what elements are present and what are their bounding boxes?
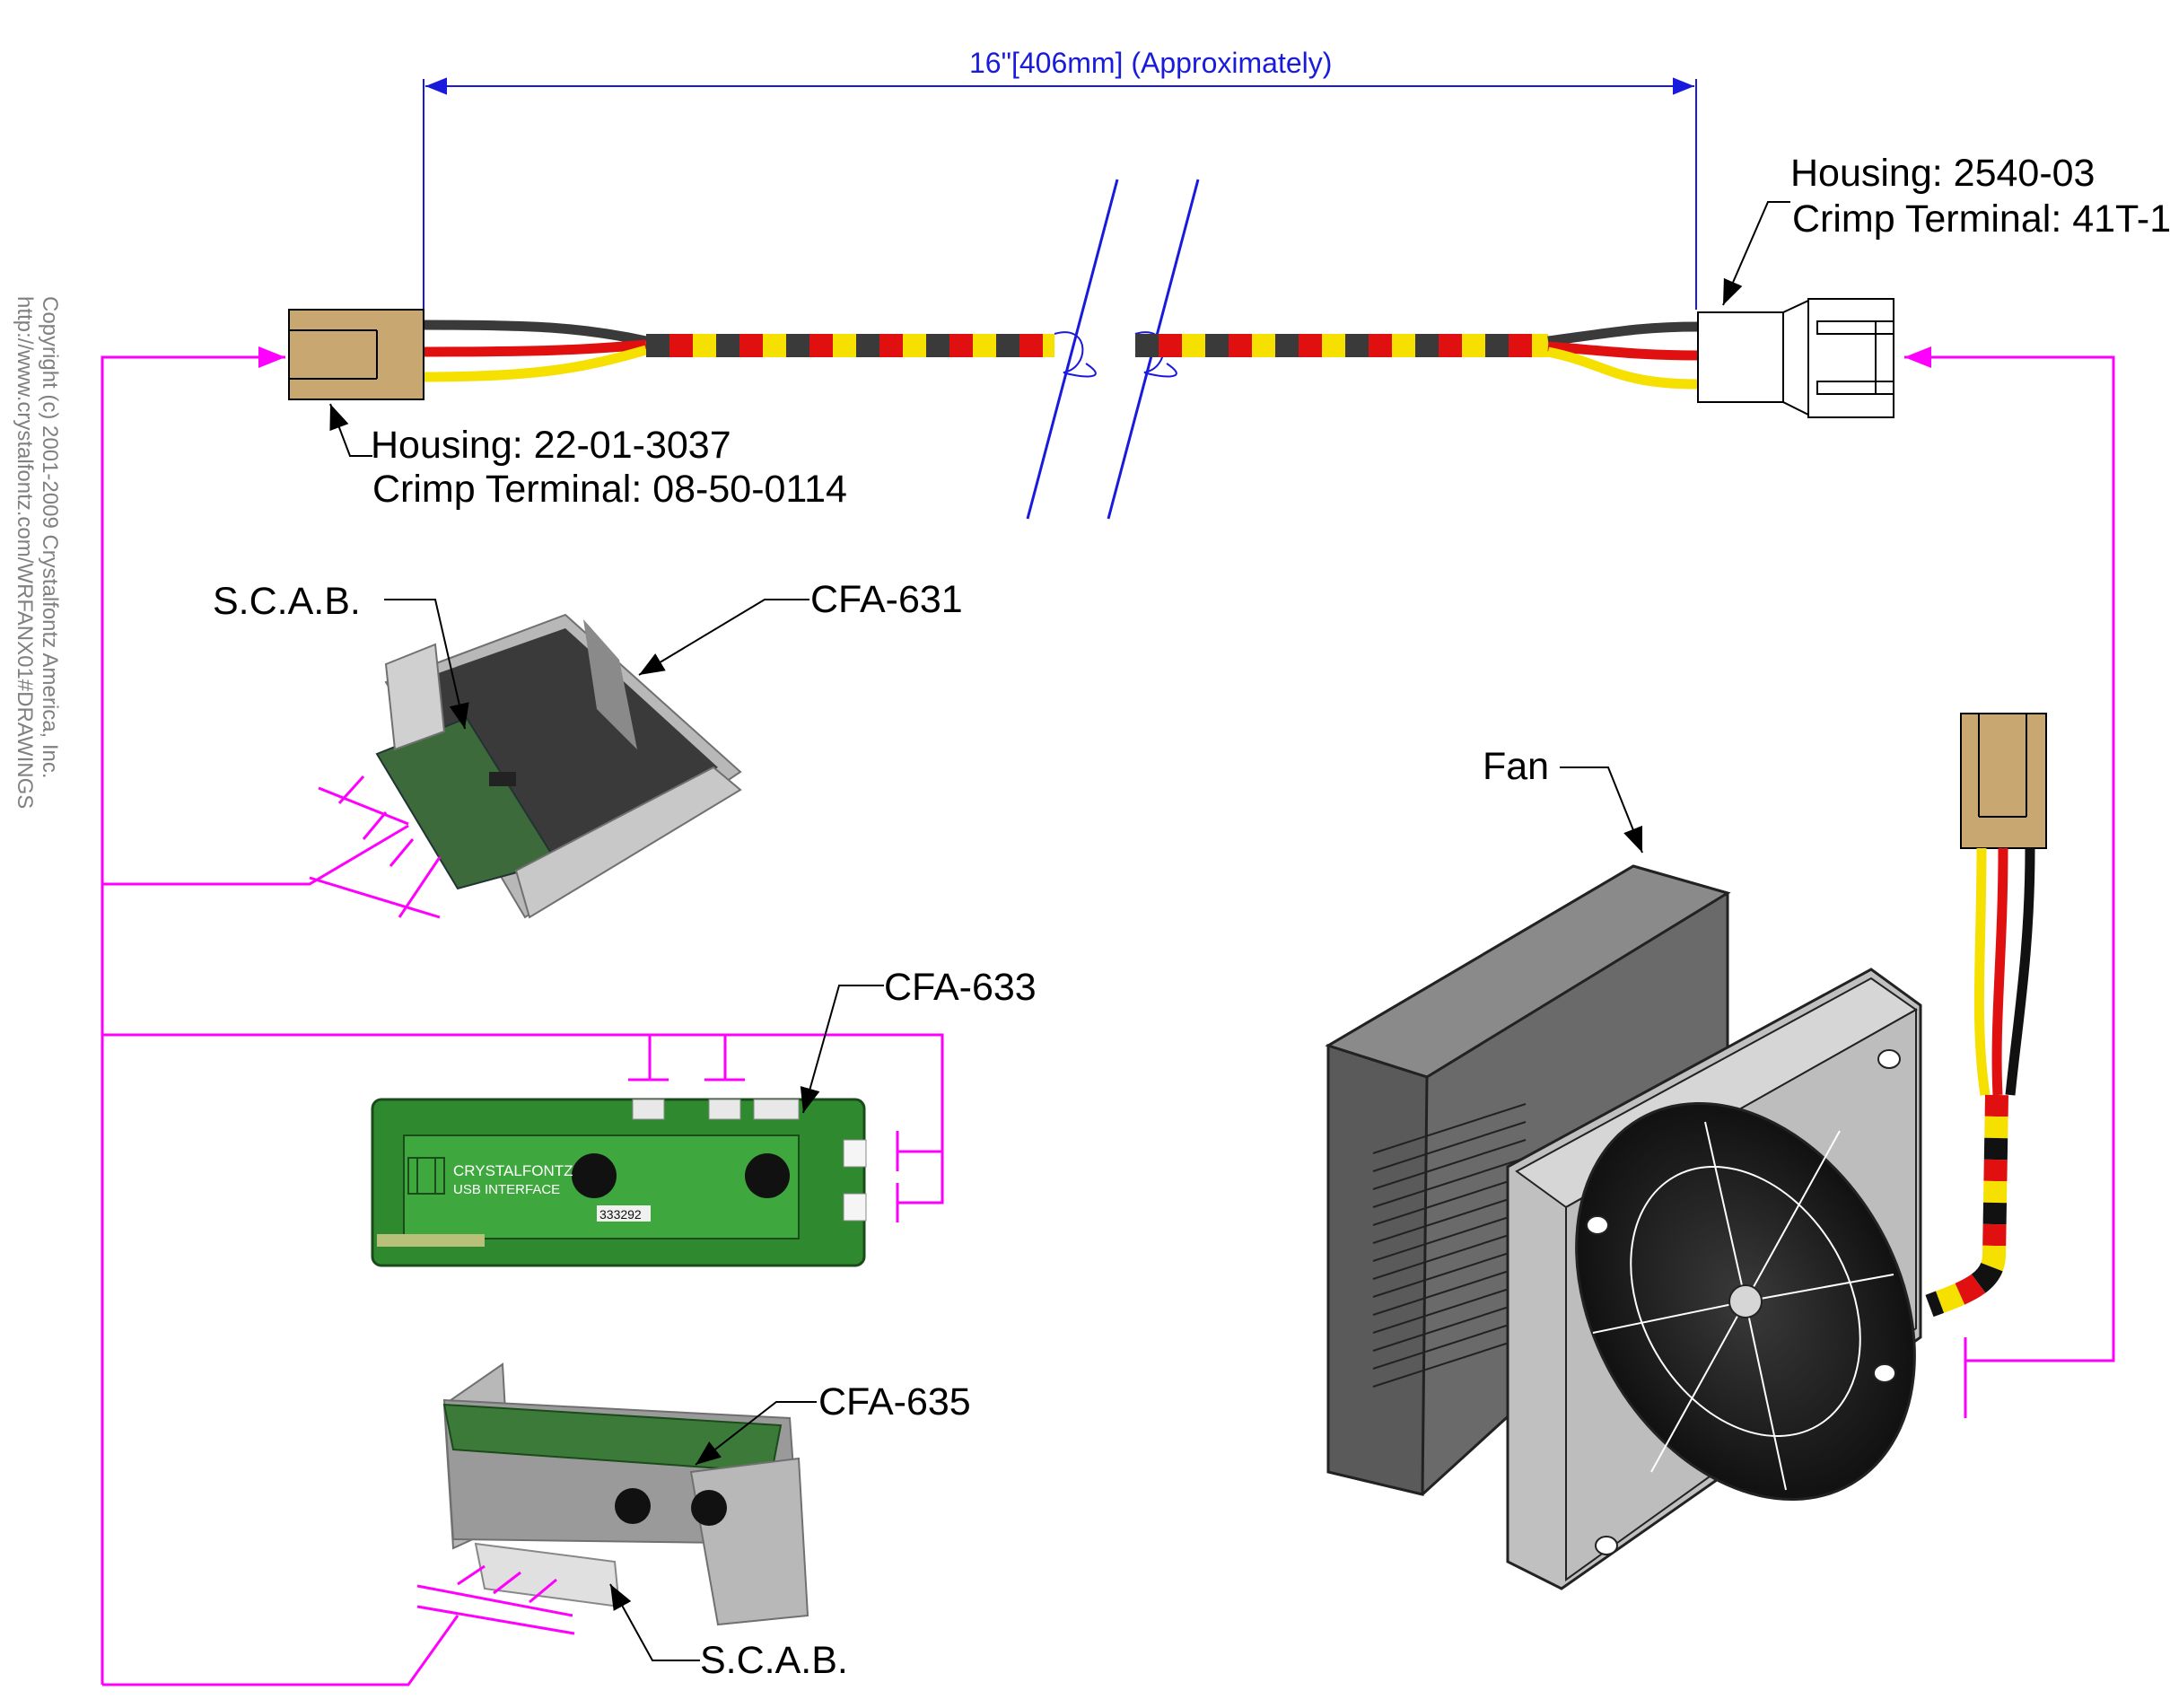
board-logo-icon — [407, 1157, 445, 1195]
fan-callout: Fan — [1483, 745, 1643, 854]
board-serial-text: 333292 — [599, 1207, 642, 1222]
scab-top-label: S.C.A.B. — [213, 580, 361, 623]
right-connector-callout: Housing: 2540-03 Crimp Terminal: 41T-1 — [1722, 152, 2170, 306]
cfa633-callout: CFA-633 — [800, 966, 1037, 1114]
left-connector — [288, 309, 424, 400]
fan-device — [1325, 864, 1922, 1590]
copyright-block: Copyright (c) 2001-2009 Crystalfontz Ame… — [13, 296, 62, 809]
cfa635-label: CFA-635 — [818, 1380, 971, 1423]
cfa631-label: CFA-631 — [810, 578, 963, 621]
dimension-marker: 16"[406mm] (Approximately) — [423, 47, 1697, 310]
cfa635-connector-stubs — [416, 1564, 575, 1635]
cfa633-label: CFA-633 — [884, 966, 1037, 1009]
right-housing-label: Housing: 2540-03 — [1790, 152, 2095, 195]
connection-lines — [101, 346, 2115, 1686]
right-connector — [1697, 298, 1894, 418]
left-crimp-label: Crimp Terminal: 08-50-0114 — [372, 468, 847, 511]
fan-lead — [1925, 713, 2047, 1318]
left-connector-callout: Housing: 22-01-3037 Crimp Terminal: 08-5… — [329, 403, 847, 511]
right-crimp-label: Crimp Terminal: 41T-1 — [1792, 197, 2170, 241]
board-sub-text: USB INTERFACE — [453, 1182, 560, 1197]
fan-label: Fan — [1483, 745, 1549, 788]
cfa631-device — [309, 613, 742, 919]
board-brand-text: CRYSTALFONTZ — [453, 1162, 573, 1179]
copyright-url: http://www.crystalfontz.com/WRFANX01#DRA… — [13, 296, 37, 809]
copyright-line: Copyright (c) 2001-2009 Crystalfontz Ame… — [38, 296, 62, 779]
scab-bottom-label: S.C.A.B. — [700, 1639, 848, 1682]
cfa635-device — [416, 1362, 809, 1635]
cfa631-callouts: S.C.A.B. CFA-631 — [213, 578, 963, 730]
left-housing-label: Housing: 22-01-3037 — [371, 424, 731, 467]
cfa635-callouts: CFA-635 S.C.A.B. — [609, 1380, 971, 1682]
cable-assembly — [421, 179, 1699, 520]
cfa633-device: CRYSTALFONTZ USB INTERFACE 333292 — [371, 1098, 867, 1267]
dimension-label: 16"[406mm] (Approximately) — [969, 47, 1332, 79]
cfa631-connector-stubs — [309, 775, 442, 919]
